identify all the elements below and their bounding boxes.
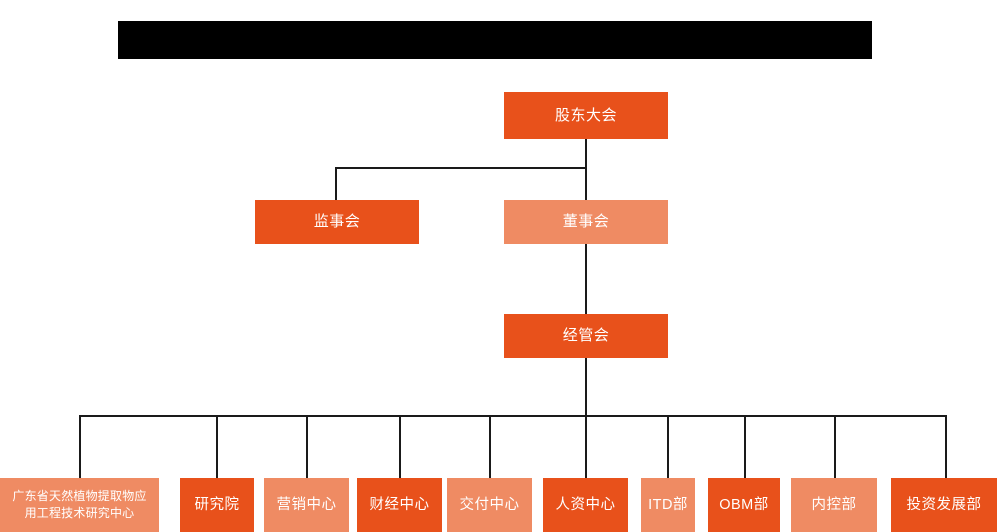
node-board-of-directors[interactable]: 董事会 — [504, 200, 668, 244]
connector-dept-drop-2 — [216, 415, 218, 478]
node-dept-itd-label: ITD部 — [648, 496, 688, 513]
node-dept-investment-development[interactable]: 投资发展部 — [891, 478, 997, 532]
connector-dept-drop-5 — [489, 415, 491, 478]
connector-dept-drop-1 — [79, 415, 81, 478]
connector-dept-drop-9 — [834, 415, 836, 478]
node-dept-delivery[interactable]: 交付中心 — [447, 478, 532, 532]
redacted-title-bar — [118, 21, 872, 59]
node-dept-internal-control-label: 内控部 — [811, 496, 857, 513]
connector-directors-drop — [585, 167, 587, 200]
node-dept-human-resources[interactable]: 人资中心 — [543, 478, 628, 532]
connector-supervisors-drop — [335, 167, 337, 200]
node-board-of-directors-label: 董事会 — [562, 213, 610, 231]
node-shareholders-meeting-label: 股东大会 — [554, 106, 617, 124]
connector-exec-down — [585, 358, 587, 416]
connector-dept-drop-4 — [399, 415, 401, 478]
connector-department-rail — [80, 415, 947, 417]
node-dept-itd[interactable]: ITD部 — [641, 478, 695, 532]
node-management-committee-label: 经管会 — [562, 327, 610, 345]
connector-shareholders-down — [585, 139, 587, 168]
node-dept-obm-label: OBM部 — [719, 496, 769, 513]
node-shareholders-meeting[interactable]: 股东大会 — [504, 92, 668, 139]
node-dept-obm[interactable]: OBM部 — [708, 478, 780, 532]
node-dept-finance[interactable]: 财经中心 — [357, 478, 442, 532]
connector-directors-to-exec — [585, 243, 587, 315]
node-management-committee[interactable]: 经管会 — [504, 314, 668, 358]
node-dept-delivery-label: 交付中心 — [459, 496, 520, 513]
connector-governance-rail — [335, 167, 587, 169]
node-dept-marketing[interactable]: 营销中心 — [264, 478, 349, 532]
node-dept-marketing-label: 营销中心 — [276, 496, 337, 513]
node-dept-human-resources-label: 人资中心 — [555, 496, 616, 513]
node-board-of-supervisors-label: 监事会 — [313, 213, 361, 231]
node-dept-investment-development-label: 投资发展部 — [906, 496, 982, 513]
node-dept-research-center-label: 广东省天然植物提取物应 用工程技术研究中心 — [12, 488, 147, 520]
connector-dept-drop-7 — [667, 415, 669, 478]
node-dept-internal-control[interactable]: 内控部 — [791, 478, 877, 532]
connector-dept-drop-8 — [744, 415, 746, 478]
node-dept-research-center[interactable]: 广东省天然植物提取物应 用工程技术研究中心 — [0, 478, 159, 532]
node-dept-finance-label: 财经中心 — [369, 496, 430, 513]
node-dept-institute[interactable]: 研究院 — [180, 478, 254, 532]
connector-dept-drop-10 — [945, 415, 947, 478]
node-dept-institute-label: 研究院 — [194, 496, 240, 513]
connector-dept-drop-6 — [585, 415, 587, 478]
node-board-of-supervisors[interactable]: 监事会 — [255, 200, 419, 244]
connector-dept-drop-3 — [306, 415, 308, 478]
